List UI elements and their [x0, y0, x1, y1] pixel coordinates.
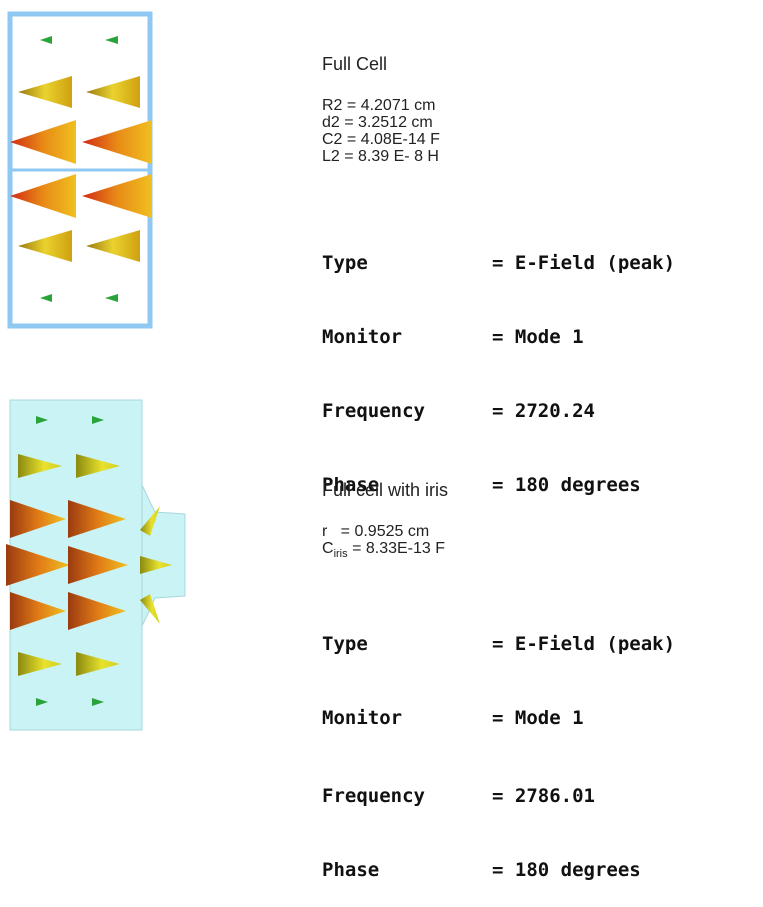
field-value: = E-Field (peak) [492, 633, 676, 655]
field-arrow [36, 698, 48, 706]
bottom-caption: Full cell with iris r = 0.9525 cm Ciris … [322, 480, 448, 563]
param-r2: R2 = 4.2071 cm [322, 97, 436, 114]
field-cone [10, 592, 66, 630]
field-arrow [36, 416, 48, 424]
field-cone [140, 594, 160, 624]
bottom-title: Full cell with iris [322, 480, 449, 500]
iris-cell-field-plot [6, 399, 186, 731]
field-cone [140, 556, 172, 574]
field-cone [68, 500, 126, 538]
field-arrow [92, 698, 104, 706]
param-d2: d2 = 3.2512 cm [322, 114, 433, 131]
field-value: = Mode 1 [492, 326, 584, 348]
field-key: Type [322, 633, 368, 655]
top-title: Full Cell [322, 54, 388, 74]
field-arrow [40, 36, 52, 44]
field-cone [86, 76, 140, 108]
field-arrow [92, 416, 104, 424]
field-cone [82, 120, 152, 164]
field-value: = E-Field (peak) [492, 252, 676, 274]
bottom-field-info: Type = E-Field (peak) Monitor = Mode 1 Fre… [322, 585, 675, 907]
field-cone [68, 592, 126, 630]
field-key: Phase [322, 474, 380, 496]
top-field-info: Type = E-Field (peak) Monitor = Mode 1 Fre… [322, 204, 675, 522]
field-key: Frequency [322, 400, 425, 422]
field-cone [18, 230, 72, 262]
full-cell-field-plot [7, 11, 153, 329]
field-cone [76, 454, 120, 478]
field-arrow [40, 294, 52, 302]
field-arrow [105, 36, 118, 44]
field-value: = 2786.01 [492, 785, 595, 807]
field-cone [10, 120, 76, 164]
field-key: Phase [322, 859, 380, 881]
param-c2: C2 = 4.08E-14 F [322, 131, 440, 148]
param-c-main: C [322, 540, 334, 557]
field-cone [140, 506, 160, 536]
field-cone [10, 500, 66, 538]
field-key: Monitor [322, 707, 403, 729]
field-cone [18, 652, 62, 676]
field-cone [76, 652, 120, 676]
field-cone [10, 174, 76, 218]
field-cone [82, 174, 152, 218]
field-cone [18, 454, 62, 478]
param-c-sub: iris [333, 548, 348, 561]
param-r: r = 0.9525 cm [322, 523, 430, 540]
param-l2: L2 = 8.39 E- 8 H [322, 148, 439, 165]
field-cone [18, 76, 72, 108]
field-cone [68, 546, 128, 584]
field-key: Frequency [322, 785, 425, 807]
field-value: = Mode 1 [492, 707, 584, 729]
field-arrow [105, 294, 118, 302]
field-key: Monitor [322, 326, 403, 348]
param-ciris: Ciris = 8.33E-13 F [322, 540, 448, 563]
field-value: = 2720.24 [492, 400, 595, 422]
field-value: = 180 degrees [492, 474, 641, 496]
field-cone [6, 544, 70, 586]
field-value: = 180 degrees [492, 859, 641, 881]
field-cone [86, 230, 140, 262]
param-c-rest: = 8.33E-13 F [347, 540, 446, 557]
field-key: Type [322, 252, 368, 274]
top-caption: Full Cell R2 = 4.2071 cm d2 = 3.2512 cm … [322, 54, 440, 165]
